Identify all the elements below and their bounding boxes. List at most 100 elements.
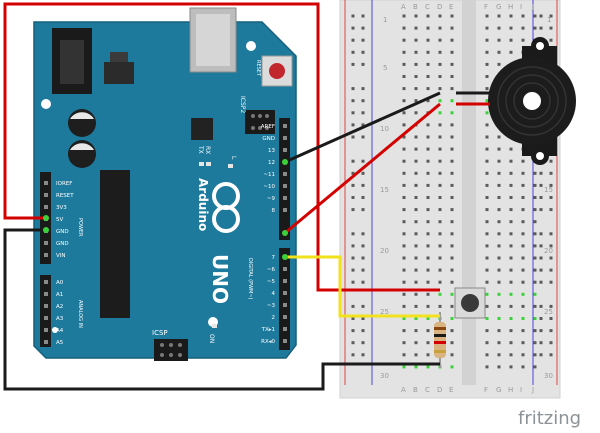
rail-hole [361,62,365,66]
mount-hole [246,41,256,51]
breadboard-hole [450,232,454,236]
breadboard-hole [509,183,513,187]
breadboard-hole [426,341,430,345]
breadboard-hole [450,280,454,284]
breadboard-hole [438,268,442,272]
rail-hole [549,256,553,260]
usb-chip [191,118,213,140]
breadboard-hole [402,196,406,199]
rail-hole [539,196,543,199]
breadboard-hole [414,111,418,115]
col-label: G [496,386,501,394]
breadboard-hole [509,26,513,30]
col-label: H [508,3,513,11]
rail-hole [549,159,553,163]
pin-label: GND [56,241,69,247]
pin-label: A5 [56,340,64,346]
breadboard-hole [485,159,489,163]
col-label: D [437,3,442,11]
breadboard-hole [509,280,513,284]
breadboard-hole [485,99,489,103]
rail-hole [351,183,355,187]
rail-hole [351,353,355,357]
header-pin [44,205,48,209]
breadboard-hole [509,317,513,320]
rail-hole [351,196,355,199]
breadboard-hole [521,232,525,236]
analog-header [40,275,51,347]
breadboard-hole [426,62,430,66]
wires [3,2,441,391]
breadboard-hole [438,304,442,308]
breadboard-hole [402,183,406,187]
breadboard-hole [485,329,489,333]
breadboard-hole [438,256,442,260]
header-pin [283,136,287,140]
breadboard-hole [450,171,454,175]
rail-hole [549,317,553,320]
rail-hole [549,14,553,18]
breadboard-hole [438,111,442,115]
breadboard-hole [521,183,525,187]
col-label: J [531,3,534,11]
breadboard-hole [509,171,513,175]
breadboard-hole [509,232,513,236]
rail-hole [361,135,365,139]
rail-hole [549,329,553,333]
breadboard-hole [402,26,406,30]
breadboard-hole [414,62,418,66]
breadboard-hole [533,171,537,175]
breadboard-hole [402,232,406,236]
breadboard-hole [533,304,537,308]
pin-label: ~6 [267,267,276,273]
rail-hole [361,38,365,42]
breadboard-hole [414,353,418,357]
row-label: 5 [383,64,387,72]
breadboard-hole [426,292,430,296]
col-label: H [508,386,513,394]
digital-header-lower [279,248,290,350]
rail-hole [549,26,553,30]
breadboard-hole [414,183,418,187]
rail-hole [361,111,365,115]
breadboard-hole [521,38,525,42]
breadboard-hole [414,147,418,151]
breadboard-hole [426,38,430,42]
breadboard-hole [402,147,406,151]
icsp2-header [245,110,275,134]
breadboard-hole [521,26,525,30]
breadboard-hole [497,280,501,284]
breadboard-hole [438,244,442,248]
breadboard-hole [450,304,454,308]
breadboard-hole [509,304,513,308]
breadboard-hole [450,268,454,272]
rail-hole [361,304,365,308]
row-label: 30 [544,372,553,380]
breadboard-hole [426,220,430,224]
pin-label: TX▸1 [261,327,275,333]
breadboard-hole [485,304,489,308]
breadboard-hole [521,353,525,357]
breadboard-hole [450,341,454,345]
breadboard-hole [485,87,489,91]
breadboard-hole [533,329,537,333]
rail-hole [539,304,543,308]
header-pin [44,280,48,284]
rx-label: RX [204,146,211,154]
breadboard-hole [450,292,454,296]
rail-hole [361,280,365,284]
breadboard-hole [533,365,537,369]
breadboard-hole [402,50,406,54]
breadboard-hole [414,196,418,199]
rail-hole [549,38,553,42]
breadboard-hole [414,317,418,320]
breadboard-hole [414,304,418,308]
header-pin [44,304,48,308]
pin-label: AREF [261,124,275,130]
breadboard-hole [450,99,454,103]
pin-label: A0 [56,280,64,286]
rail-hole [351,26,355,30]
breadboard-hole [438,87,442,91]
breadboard-hole [426,353,430,357]
breadboard-hole [485,196,489,199]
